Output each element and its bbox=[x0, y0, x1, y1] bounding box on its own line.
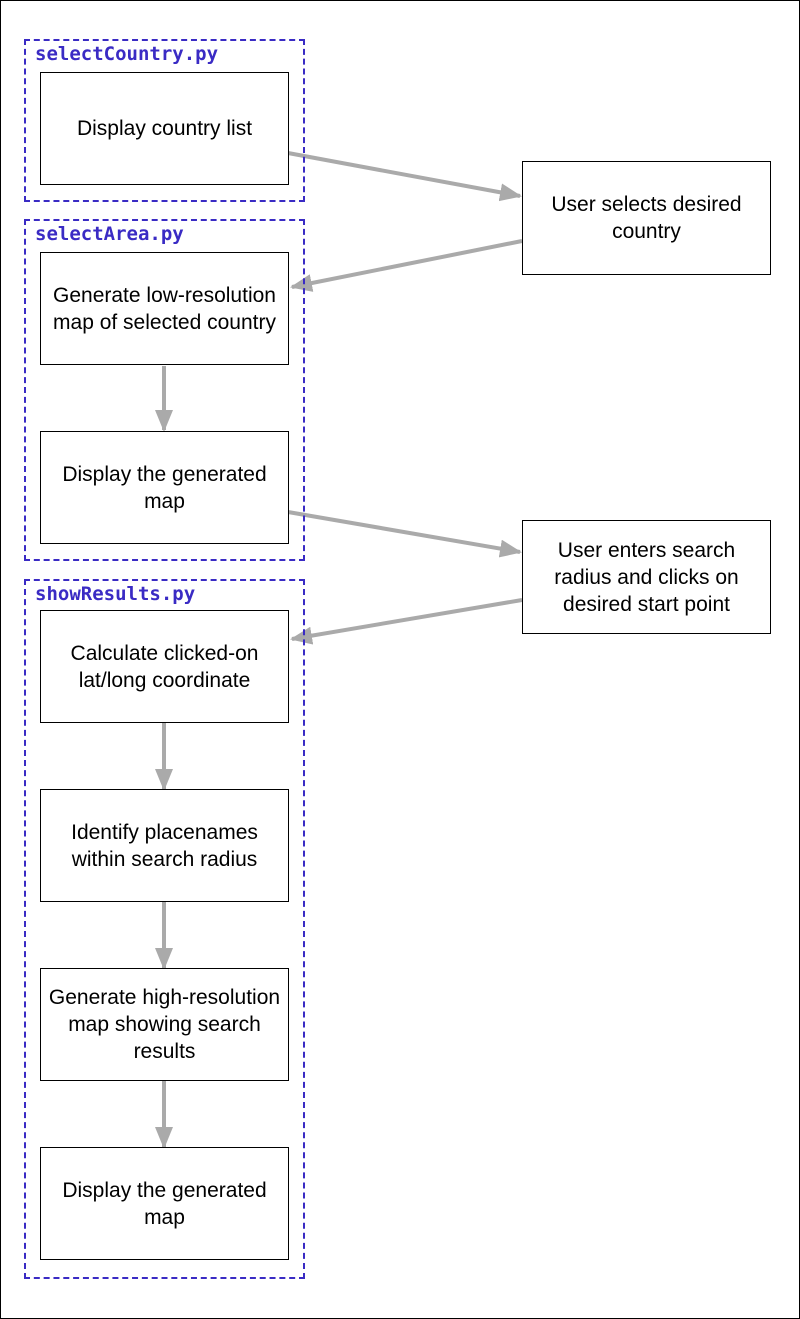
step-identify-placenames: Identify placenames within search radius bbox=[40, 789, 289, 902]
step-display-country-list: Display country list bbox=[40, 72, 289, 185]
step-label: Identify placenames within search radius bbox=[71, 820, 258, 871]
module-select-area: selectArea.py bbox=[24, 219, 305, 561]
user-action-enter-radius: User enters search radius and clicks on … bbox=[522, 520, 771, 634]
user-action-label: User selects desired country bbox=[551, 193, 742, 243]
module-title: selectCountry.py bbox=[35, 43, 219, 65]
step-calculate-coordinate: Calculate clicked-on lat/long coordinate bbox=[40, 610, 289, 723]
step-display-generated-map: Display the generated map bbox=[40, 431, 289, 544]
module-title: showResults.py bbox=[35, 583, 196, 605]
step-label: Calculate clicked-on lat/long coordinate bbox=[70, 641, 259, 692]
step-label: Display country list bbox=[76, 117, 253, 140]
step-generate-high-res-map: Generate high-resolution map showing sea… bbox=[40, 968, 289, 1081]
step-display-final-map: Display the generated map bbox=[40, 1147, 289, 1260]
module-select-country: selectCountry.py bbox=[24, 39, 305, 202]
step-label: Display the generated map bbox=[62, 462, 267, 513]
user-action-label: User enters search radius and clicks on … bbox=[554, 538, 739, 616]
step-label: Generate high-resolution map showing sea… bbox=[48, 986, 281, 1063]
step-label: Generate low-resolution map of selected … bbox=[53, 283, 276, 334]
module-show-results: showResults.py bbox=[24, 579, 305, 1279]
step-label: Display the generated map bbox=[62, 1178, 267, 1229]
module-title: selectArea.py bbox=[35, 223, 184, 245]
arrow-list-to-user-select bbox=[287, 151, 522, 202]
step-generate-low-res-map: Generate low-resolution map of selected … bbox=[40, 252, 289, 365]
arrow-user-select-to-generate-low-res bbox=[290, 239, 523, 292]
arrow-display-map-to-user-enter bbox=[287, 510, 522, 558]
arrow-user-enter-to-calculate bbox=[290, 598, 523, 645]
user-action-select-country: User selects desired country bbox=[522, 161, 771, 275]
